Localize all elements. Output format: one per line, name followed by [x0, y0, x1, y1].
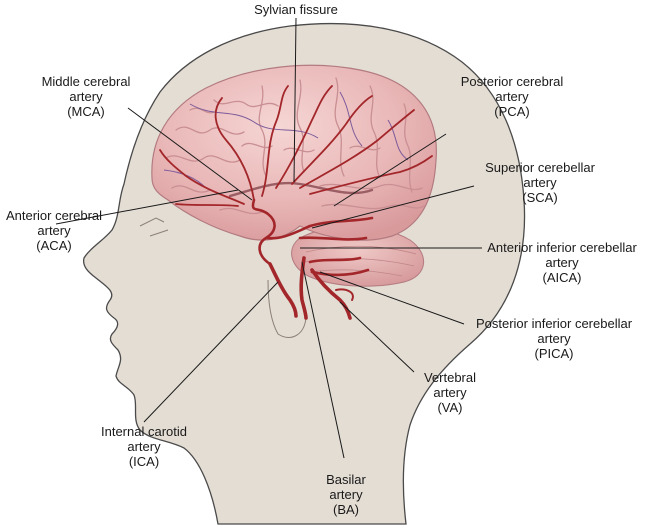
pca-leader: [333, 133, 447, 207]
cortical-arteries: [159, 85, 433, 207]
label-line: artery: [37, 223, 71, 238]
label-sylvian-fissure: Sylvian fissure: [254, 2, 338, 17]
label-line: Internal carotid: [101, 424, 187, 439]
label-line: (ACA): [36, 238, 72, 253]
sylvian-fissure-groove: [228, 181, 374, 198]
label-line: (MCA): [67, 104, 105, 119]
gyri: [165, 77, 425, 215]
label-line: artery: [537, 331, 571, 346]
label-line: Anterior inferior cerebellar: [487, 240, 637, 255]
label-line: (PICA): [534, 346, 574, 361]
pica-leader: [319, 271, 465, 325]
label-line: artery: [495, 89, 529, 104]
label-line: Vertebral: [423, 370, 477, 385]
neck-arteries: [268, 256, 352, 320]
label-vertebral-artery: Vertebral artery (VA): [424, 370, 476, 415]
label-posterior-cerebral-artery: Posterior cerebral artery (PCA): [461, 74, 564, 119]
ba-leader: [301, 261, 345, 459]
sylvian-leader: [293, 17, 297, 183]
label-line: Basilar: [326, 472, 366, 487]
label-superior-cerebellar-artery: Superior cerebellar artery (SCA): [485, 160, 595, 205]
label-line: artery: [433, 385, 467, 400]
label-line: artery: [69, 89, 103, 104]
label-anterior-cerebral-artery: Anterior cerebral artery (ACA): [6, 208, 102, 253]
label-line: (ICA): [128, 454, 160, 469]
label-line: Posterior inferior cerebellar: [475, 316, 633, 331]
label-anterior-inferior-cerebellar-artery: Anterior inferior cerebellar artery (AIC…: [487, 240, 637, 285]
label-line: (BA): [333, 502, 359, 517]
label-line: (SCA): [522, 190, 558, 205]
mca-leader: [127, 107, 253, 201]
label-line: (PCA): [494, 104, 530, 119]
eye-hint: [139, 217, 169, 237]
label-internal-carotid-artery: Internal carotid artery (ICA): [101, 424, 187, 469]
label-line: Posterior cerebral: [460, 74, 564, 89]
label-line: (VA): [437, 400, 463, 415]
aca-leader: [55, 189, 239, 225]
label-line: Anterior cerebral: [5, 208, 103, 223]
label-line: Middle cerebral: [41, 74, 131, 89]
label-middle-cerebral-artery: Middle cerebral artery (MCA): [42, 74, 131, 119]
label-posterior-inferior-cerebellar-artery: Posterior inferior cerebellar artery (PI…: [476, 316, 632, 361]
ica-leader: [143, 281, 279, 423]
label-line: Sylvian fissure: [254, 2, 338, 17]
label-line: Superior cerebellar: [485, 160, 595, 175]
va-leader: [339, 301, 415, 373]
label-line: artery: [329, 487, 363, 502]
veins: [163, 91, 409, 189]
label-line: (AICA): [542, 270, 582, 285]
sca-leader: [311, 185, 475, 229]
deep-arteries: [251, 198, 374, 277]
label-line: artery: [545, 255, 579, 270]
label-line: artery: [127, 439, 161, 454]
label-line: artery: [523, 175, 557, 190]
label-basilar-artery: Basilar artery (BA): [326, 472, 366, 517]
ear-outline: [267, 279, 307, 338]
